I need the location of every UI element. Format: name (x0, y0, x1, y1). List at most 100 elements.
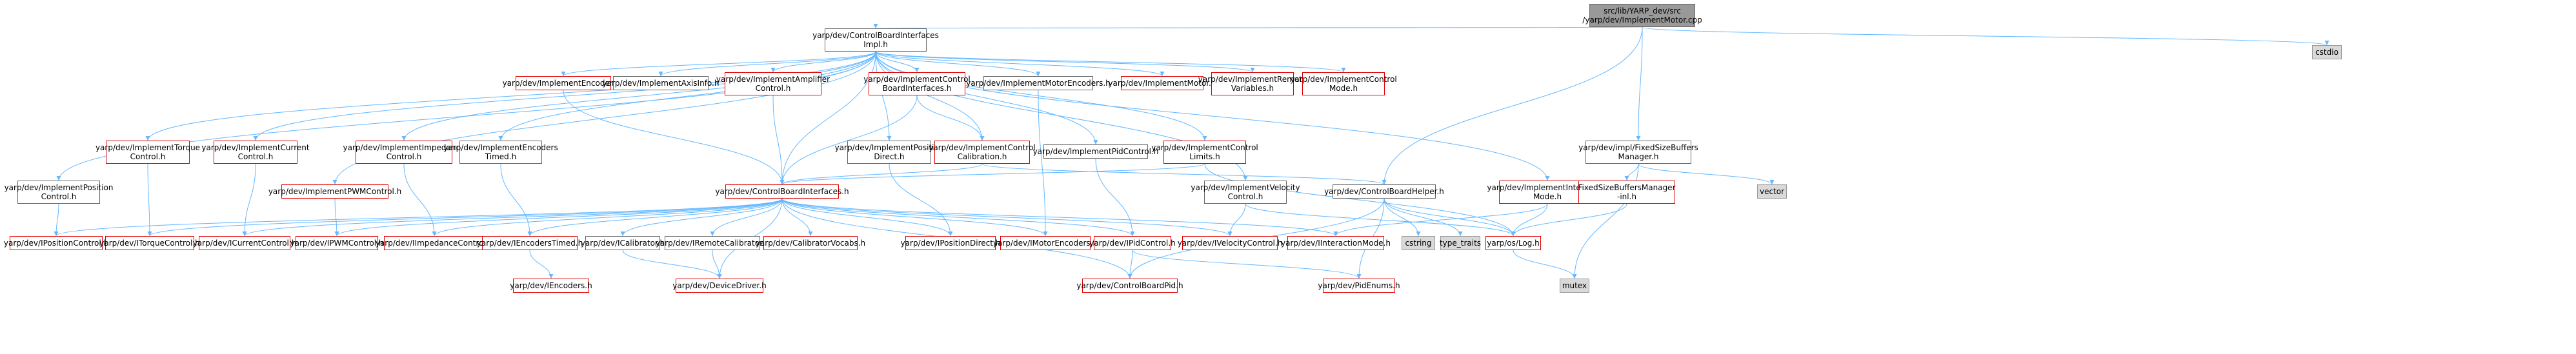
edge-cbi-to-itorque (147, 198, 783, 237)
edge-cbi-ctrl-to-calib (916, 95, 985, 141)
edge-cbi-impl-to-current (253, 51, 876, 141)
node-calib[interactable]: yarp/dev/ImplementControl Calibration.h (929, 141, 1036, 164)
edge-root-to-cbi-impl (875, 23, 1643, 29)
edge-cbi-impl-to-ctrlmode (875, 51, 1346, 73)
edge-log-to-mutex (1513, 250, 1577, 279)
edge-ipid-to-pidenums (1132, 250, 1362, 279)
edge-poscontrol-to-iposctrl (54, 203, 59, 237)
edge-root-to-cbhelper (1382, 26, 1643, 185)
node-motor[interactable]: yarp/dev/ImplementMotor.h (1108, 76, 1216, 90)
node-axis[interactable]: yarp/dev/ImplementAxisInfo.h (603, 76, 719, 90)
edge-cbi-impl-to-imped (401, 51, 876, 141)
edge-cbi-to-calvocabs (781, 198, 813, 237)
node-cbi[interactable]: yarp/dev/ControlBoardInterfaces.h (715, 184, 849, 199)
node-poscontrol[interactable]: yarp/dev/ImplementPosition Control.h (5, 181, 113, 204)
edge-cbi-impl-to-pidctrl (875, 51, 1098, 145)
edge-ipid-to-cbpid (1127, 250, 1133, 279)
edge-velctrl-to-log (1245, 203, 1516, 237)
edge-cbi-to-ivel (781, 198, 1233, 237)
node-enc[interactable]: yarp/dev/ImplementEncoders.h (503, 76, 624, 90)
edge-ctrllimits-to-cbi (780, 163, 1205, 185)
node-ctrllimits[interactable]: yarp/dev/ImplementControl Limits.h (1151, 141, 1258, 164)
edge-cbi-to-ienctimed (527, 198, 783, 237)
node-enctimed[interactable]: yarp/dev/ImplementEncoders Timed.h (443, 141, 558, 164)
node-mutex[interactable]: mutex (1560, 279, 1589, 293)
node-iencoders[interactable]: yarp/dev/IEncoders.h (510, 279, 592, 293)
edge-cbi-impl-to-calib (875, 51, 985, 141)
edge-ctrllimits-to-log (1204, 163, 1516, 237)
edge-amp-to-cbi (772, 95, 785, 185)
node-fsbm[interactable]: yarp/dev/impl/FixedSizeBuffers Manager.h (1578, 141, 1698, 164)
node-current[interactable]: yarp/dev/ImplementCurrent Control.h (201, 141, 310, 164)
edge-cbi-impl-to-torque (145, 51, 876, 141)
node-cbpid[interactable]: yarp/dev/ControlBoardPid.h (1076, 279, 1183, 293)
node-iinteract[interactable]: yarp/dev/IInteractionMode.h (1281, 236, 1391, 250)
edge-cbi-to-icurrent (242, 198, 783, 237)
node-cbi-impl[interactable]: yarp/dev/ControlBoardInterfaces Impl.h (812, 28, 939, 52)
node-root[interactable]: src/lib/YARP_dev/src /yarp/dev/Implement… (1582, 4, 1702, 27)
node-motenc[interactable]: yarp/dev/ImplementMotorEncoders.h (966, 76, 1111, 90)
node-icurrent[interactable]: yarp/dev/ICurrentControl.h (193, 236, 296, 250)
node-iposctrl[interactable]: yarp/dev/IPositionControl.h (4, 236, 108, 250)
edge-cbi-to-ipwm (334, 198, 783, 237)
edge-calib-to-cbhelper (981, 163, 1387, 185)
edge-root-to-fsbm (1636, 26, 1643, 141)
node-iimped[interactable]: yarp/dev/IImpedanceControl.h (376, 236, 493, 250)
edge-posdirect-to-iposdirect (889, 163, 953, 237)
node-cstring[interactable]: cstring (1402, 236, 1435, 250)
edge-enc-to-cbi (563, 90, 785, 185)
edge-cbi-impl-to-cbi-ctrl (875, 51, 920, 73)
edge-pwm-to-ipwm (334, 198, 339, 237)
edge-calib-to-cbi (780, 163, 983, 185)
edge-root-to-cstdio (1642, 26, 2329, 46)
edge-ienctimed-to-iencoders (529, 250, 554, 279)
edge-cbi-impl-to-remvar (875, 51, 1255, 73)
node-pidenums[interactable]: yarp/dev/PidEnums.h (1318, 279, 1400, 293)
node-ctrlmode[interactable]: yarp/dev/ImplementControl Mode.h (1290, 72, 1397, 95)
edge-imped-to-iimped (403, 163, 437, 237)
node-torque[interactable]: yarp/dev/ImplementTorque Control.h (96, 141, 200, 164)
edge-cbi-to-iposdirect (781, 198, 953, 237)
edge-cbhelper-to-typetraits (1384, 198, 1463, 237)
node-interact[interactable]: yarp/dev/ImplementInteraction Mode.h (1487, 181, 1608, 204)
edge-iremcal-to-devdriver (712, 250, 722, 279)
node-vector[interactable]: vector (1757, 184, 1787, 199)
edge-cbi-impl-to-motenc (875, 51, 1041, 77)
node-calvocabs[interactable]: yarp/dev/CalibratorVocabs.h (756, 236, 865, 250)
edge-cbi-to-ipid (781, 198, 1135, 237)
node-fsbm-inl[interactable]: FixedSizeBuffersManager -inl.h (1578, 181, 1676, 204)
node-cstdio[interactable]: cstdio (2312, 45, 2342, 59)
edge-motenc-to-imotenc (1038, 90, 1048, 237)
node-amp[interactable]: yarp/dev/ImplementAmplifier Control.h (716, 72, 830, 95)
node-imped[interactable]: yarp/dev/ImplementImpedance Control.h (343, 141, 465, 164)
node-ipwm[interactable]: yarp/dev/IPWMControl.h (290, 236, 384, 250)
node-cbi-ctrl[interactable]: yarp/dev/ImplementControl BoardInterface… (863, 72, 971, 95)
node-pwm[interactable]: yarp/dev/ImplementPWMControl.h (268, 184, 401, 199)
edge-enctimed-to-ienctimed (500, 163, 532, 237)
edge-cbi-impl-to-posdirect (875, 51, 892, 141)
edge-velctrl-to-ivel (1227, 203, 1246, 237)
edge-pidctrl-to-ipid (1095, 158, 1135, 237)
node-log[interactable]: yarp/os/Log.h (1485, 236, 1541, 250)
edge-cbi-to-imotenc (781, 198, 1048, 237)
node-typetraits[interactable]: type_traits (1440, 236, 1481, 250)
node-pidctrl[interactable]: yarp/dev/ImplementPidControl.h (1033, 144, 1158, 159)
node-itorque[interactable]: yarp/dev/ITorqueControl.h (99, 236, 200, 250)
node-cbhelper[interactable]: yarp/dev/ControlBoardHelper.h (1324, 184, 1444, 199)
node-velctrl[interactable]: yarp/dev/ImplementVelocity Control.h (1191, 181, 1300, 204)
node-ipid[interactable]: yarp/dev/IPidControl.h (1089, 236, 1176, 250)
node-imotenc[interactable]: yarp/dev/IMotorEncoders.h (993, 236, 1098, 250)
node-ivel[interactable]: yarp/dev/IVelocityControl.h (1178, 236, 1282, 250)
edge-cbi-to-iimped (432, 198, 783, 237)
node-devdriver[interactable]: yarp/dev/DeviceDriver.h (672, 279, 767, 293)
node-iposdirect[interactable]: yarp/dev/IPositionDirect.h (901, 236, 1000, 250)
edge-interact-to-iinteract (1333, 203, 1548, 237)
node-ienctimed[interactable]: yarp/dev/IEncodersTimed.h (477, 236, 583, 250)
node-remvar[interactable]: yarp/dev/ImplementRemote Variables.h (1198, 72, 1307, 95)
node-icalib[interactable]: yarp/dev/ICalibrator.h (581, 236, 665, 250)
node-iremcal[interactable]: yarp/dev/IRemoteCalibrator.h (656, 236, 769, 250)
node-posdirect[interactable]: yarp/dev/ImplementPosition Direct.h (835, 141, 943, 164)
edge-cbi-to-icalib (620, 198, 783, 237)
edge-cbi-impl-to-pwm (332, 51, 876, 185)
